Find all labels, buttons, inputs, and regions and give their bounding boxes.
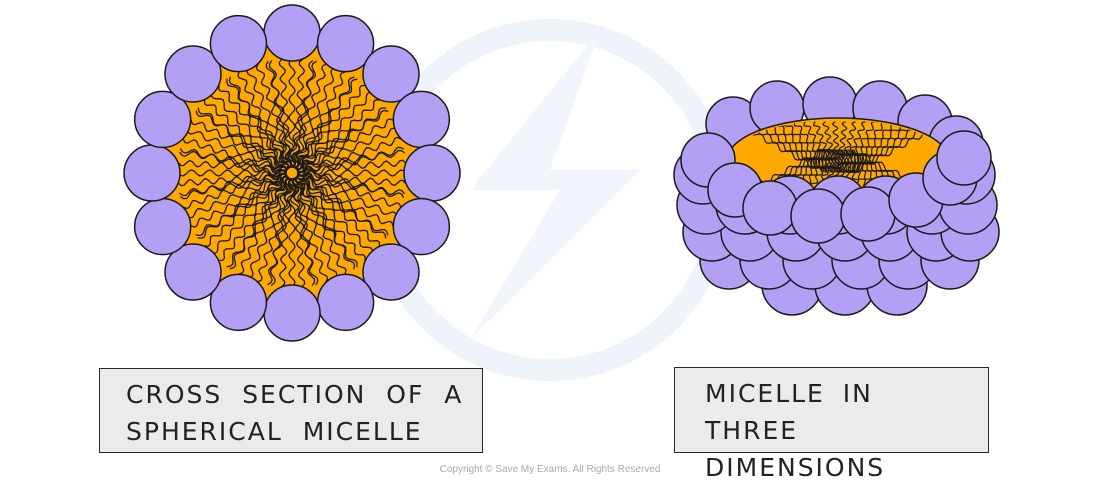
head-circle	[316, 14, 375, 73]
tail-line	[297, 173, 381, 247]
head-circle	[316, 273, 375, 332]
head-circle	[209, 14, 268, 73]
tail-line	[297, 169, 407, 177]
tail-line	[839, 121, 857, 173]
tail-line	[190, 176, 290, 228]
head-circle	[123, 144, 181, 202]
tail-line	[293, 149, 405, 171]
tail-line	[292, 84, 366, 168]
tail-line	[177, 169, 287, 177]
head-circle	[164, 243, 222, 301]
head-circle	[403, 144, 461, 202]
tail-line	[293, 67, 337, 169]
tail-line	[246, 67, 292, 169]
tail-line	[793, 121, 833, 173]
tail-line	[255, 63, 296, 168]
tail-line	[228, 76, 288, 174]
tail-line	[177, 173, 288, 187]
cross-section-label: CROSS SECTION OF A SPHERICAL MICELLE	[99, 368, 483, 453]
head-circle	[392, 197, 451, 256]
tail-line	[292, 177, 306, 288]
tail-line	[265, 60, 299, 170]
head-circle	[209, 273, 268, 332]
front-heads	[673, 130, 1000, 316]
tail-line	[836, 121, 848, 173]
tail-line	[803, 121, 835, 173]
tail-line	[295, 168, 405, 198]
tail-line	[296, 174, 398, 218]
tail-line	[832, 121, 841, 173]
head-circle	[263, 4, 321, 62]
tail-line	[226, 177, 296, 268]
tail-line	[295, 175, 347, 275]
tail-line	[294, 174, 316, 286]
tail-line	[774, 121, 830, 173]
tail-line	[292, 177, 338, 279]
three-d-micelle	[673, 76, 1000, 316]
tail-line	[297, 171, 402, 208]
tail-line	[210, 176, 289, 255]
tail-line	[296, 159, 407, 173]
cross-section-micelle	[123, 4, 461, 342]
tail-line	[186, 173, 288, 219]
tail-line	[237, 71, 289, 171]
tail-line	[812, 121, 837, 173]
tail-line	[754, 121, 827, 173]
hydrocarbon-tails	[177, 58, 407, 288]
tail-line	[210, 91, 289, 170]
tail-line	[295, 176, 374, 255]
head-circle	[936, 130, 992, 186]
tail-line	[197, 107, 288, 177]
tail-line	[267, 176, 297, 286]
head-circle	[840, 186, 896, 242]
head-circle	[133, 90, 192, 149]
tail-line	[203, 99, 287, 173]
head-circle	[790, 188, 846, 244]
hydrophilic-heads	[123, 4, 461, 342]
tail-line	[268, 60, 290, 172]
head-circle	[742, 180, 798, 236]
head-circle	[263, 284, 321, 342]
tail-line	[296, 127, 398, 173]
head-circle	[133, 197, 192, 256]
tail-line	[295, 91, 374, 170]
tail-line	[288, 178, 296, 288]
tail-line	[186, 128, 288, 172]
tail-line	[179, 175, 291, 197]
tail-line	[291, 109, 389, 169]
head-circle	[164, 45, 222, 103]
tail-line	[287, 60, 317, 170]
tail-line	[179, 148, 289, 178]
tail-line	[290, 63, 327, 168]
tail-line	[226, 78, 296, 169]
tail-line	[296, 169, 387, 239]
tail-line	[182, 138, 287, 175]
tail-line	[296, 172, 356, 270]
head-circle	[362, 243, 420, 301]
head-circle	[392, 90, 451, 149]
tail-line	[257, 178, 294, 283]
head-circle	[362, 45, 420, 103]
tail-line	[764, 121, 828, 173]
tail-line	[195, 177, 293, 237]
tail-line	[288, 78, 358, 169]
three-d-label: MICELLE IN THREE DIMENSIONS	[674, 367, 989, 482]
copyright-text: Copyright © Save My Exams. All Rights Re…	[439, 464, 661, 475]
tail-line	[218, 178, 292, 262]
tail-line	[294, 118, 394, 170]
tail-line	[247, 177, 291, 279]
